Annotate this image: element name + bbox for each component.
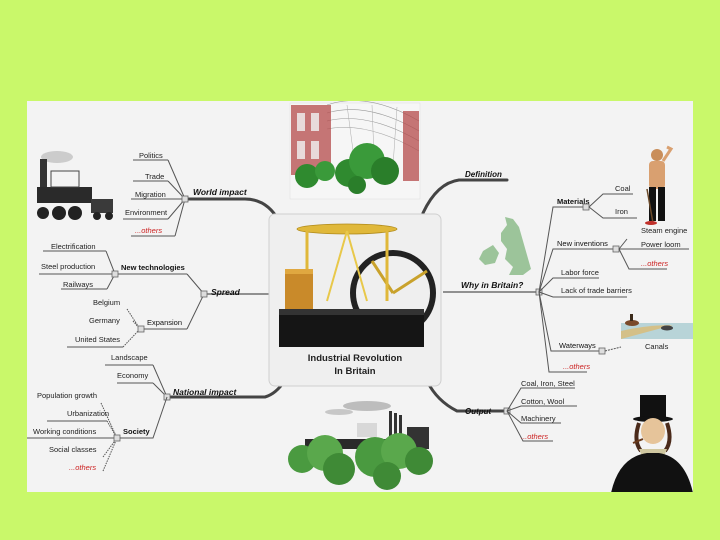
- node-trade[interactable]: Trade: [145, 172, 164, 181]
- node-economy[interactable]: Economy: [117, 371, 149, 380]
- node-coal[interactable]: Coal: [615, 184, 631, 193]
- node-migration[interactable]: Migration: [135, 190, 166, 199]
- node-population-growth[interactable]: Population growth: [37, 391, 97, 400]
- node-germany[interactable]: Germany: [89, 316, 120, 325]
- node-steam-engine[interactable]: Steam engine: [641, 226, 687, 235]
- node-waterways[interactable]: Waterways: [559, 341, 596, 350]
- node-railways[interactable]: Railways: [63, 280, 93, 289]
- node-spread[interactable]: Spread: [211, 287, 241, 297]
- node-cotton-wool[interactable]: Cotton, Wool: [521, 397, 565, 406]
- node-labor-force[interactable]: Labor force: [561, 268, 599, 277]
- branch-why-in-britain[interactable]: Why in Britain? Materials Coal Iron New …: [461, 184, 689, 373]
- node-canals[interactable]: Canals: [645, 342, 669, 351]
- node-definition[interactable]: Definition: [465, 170, 502, 179]
- node-new-inventions[interactable]: New inventions: [557, 239, 608, 248]
- collapse-toggle[interactable]: [200, 290, 208, 298]
- factory-landscape-image: [288, 401, 433, 490]
- collapse-toggle[interactable]: [582, 203, 590, 211]
- node-working-conditions[interactable]: Working conditions: [33, 427, 96, 436]
- mind-map-panel: Industrial Revolution In Britain Politic…: [27, 101, 693, 492]
- node-expansion[interactable]: Expansion: [147, 318, 182, 327]
- node-united-states[interactable]: United States: [75, 335, 120, 344]
- locomotive-image: [37, 151, 113, 220]
- collapse-toggle[interactable]: [598, 347, 606, 355]
- steam-engine-image: [279, 223, 436, 347]
- node-politics[interactable]: Politics: [139, 151, 163, 160]
- node-materials[interactable]: Materials: [557, 197, 590, 206]
- node-world-impact[interactable]: World impact: [193, 187, 248, 197]
- node-landscape[interactable]: Landscape: [111, 353, 148, 362]
- collapse-toggle[interactable]: [111, 270, 119, 278]
- node-coal-iron-steel[interactable]: Coal, Iron, Steel: [521, 379, 575, 388]
- node-new-technologies[interactable]: New technologies: [121, 263, 185, 272]
- node-power-loom[interactable]: Power loom: [641, 240, 681, 249]
- canal-image: [621, 314, 693, 339]
- branch-output[interactable]: Output Coal, Iron, Steel Cotton, Wool Ma…: [465, 379, 577, 442]
- node-urbanization[interactable]: Urbanization: [67, 409, 109, 418]
- central-title-line1: Industrial Revolution: [308, 353, 403, 364]
- collapse-toggle[interactable]: [612, 245, 620, 253]
- node-others[interactable]: ...others: [135, 226, 162, 235]
- node-electrification[interactable]: Electrification: [51, 242, 96, 251]
- node-output[interactable]: Output: [465, 407, 492, 416]
- node-why-in-britain[interactable]: Why in Britain?: [461, 280, 524, 290]
- node-steel-production[interactable]: Steel production: [41, 262, 95, 271]
- node-iron[interactable]: Iron: [615, 207, 628, 216]
- coal-miner-image: [645, 145, 674, 225]
- node-society[interactable]: Society: [123, 427, 151, 436]
- central-node[interactable]: Industrial Revolution In Britain: [268, 213, 442, 387]
- crystal-palace-image: [289, 101, 421, 200]
- node-lack-of-trade-barriers[interactable]: Lack of trade barriers: [561, 286, 632, 295]
- branch-world-impact[interactable]: Politics Trade Migration Environment ...…: [123, 151, 248, 237]
- node-others[interactable]: ...others: [563, 362, 590, 371]
- collapse-toggle[interactable]: [137, 325, 145, 333]
- top-hat-gentleman-image: [611, 395, 693, 492]
- node-others[interactable]: ...others: [69, 463, 96, 472]
- central-title-line2: In Britain: [334, 366, 375, 377]
- node-national-impact[interactable]: National impact: [173, 387, 237, 397]
- node-others[interactable]: ...others: [641, 259, 668, 268]
- node-others[interactable]: ...others: [521, 432, 548, 441]
- british-isles-map: [479, 217, 531, 275]
- node-machinery[interactable]: Machinery: [521, 414, 556, 423]
- branch-national-impact[interactable]: Landscape Economy National impact Popula…: [27, 353, 237, 472]
- collapse-toggle[interactable]: [181, 195, 189, 203]
- branch-spread[interactable]: Electrification Steel production Railway…: [39, 242, 241, 348]
- node-belgium[interactable]: Belgium: [93, 298, 120, 307]
- node-social-classes[interactable]: Social classes: [49, 445, 97, 454]
- node-environment[interactable]: Environment: [125, 208, 168, 217]
- collapse-toggle[interactable]: [113, 434, 121, 442]
